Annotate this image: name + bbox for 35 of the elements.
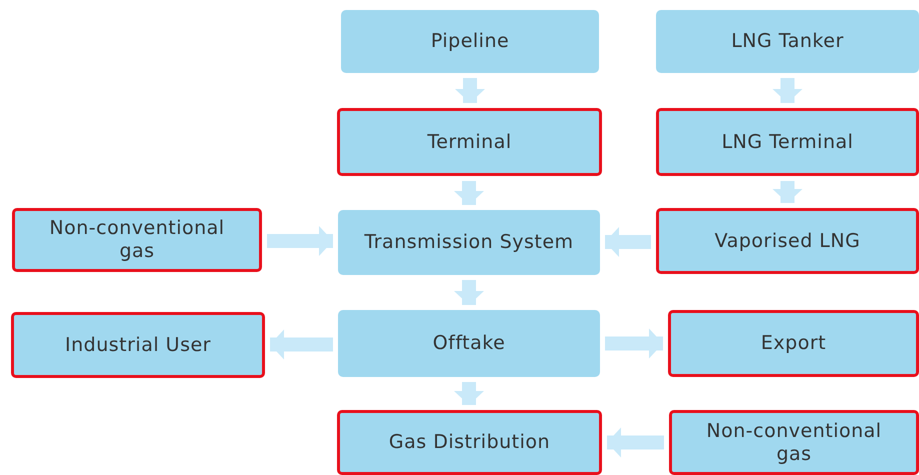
- box-label: Pipeline: [430, 30, 510, 53]
- process-box: [341, 10, 599, 73]
- block-arrow: [772, 78, 802, 103]
- process-box: [656, 10, 919, 73]
- box-label: Export: [760, 332, 826, 355]
- block-arrow: [605, 227, 651, 257]
- block-arrow: [607, 428, 664, 458]
- box-label: Vaporised LNG: [714, 230, 860, 252]
- box-label: Transmission System: [364, 231, 574, 254]
- process-box: [656, 108, 919, 176]
- box-label: Offtake: [432, 332, 506, 355]
- process-box: [338, 210, 600, 275]
- box-label: Non-conventional gas: [705, 420, 883, 466]
- box-label: Gas Distribution: [388, 431, 550, 454]
- process-box: [337, 410, 602, 475]
- box-label: Terminal: [427, 130, 512, 154]
- block-arrow: [455, 78, 485, 103]
- process-box: [337, 108, 602, 176]
- block-arrow: [267, 226, 333, 256]
- process-box: [669, 410, 919, 475]
- process-box: [668, 310, 919, 377]
- box-label: Non-conventional gas: [48, 217, 226, 263]
- box-label: LNG Tanker: [731, 30, 844, 53]
- block-arrow: [454, 181, 484, 205]
- process-box: [12, 208, 262, 272]
- block-arrow: [454, 382, 484, 405]
- block-arrow: [605, 328, 663, 358]
- box-label: LNG Terminal: [722, 130, 854, 154]
- block-arrow: [270, 330, 333, 360]
- block-arrow: [454, 280, 484, 305]
- box-label: Industrial User: [65, 334, 211, 356]
- process-box: [11, 312, 265, 378]
- process-box: [656, 208, 919, 274]
- block-arrow: [772, 181, 802, 203]
- process-box: [338, 310, 600, 377]
